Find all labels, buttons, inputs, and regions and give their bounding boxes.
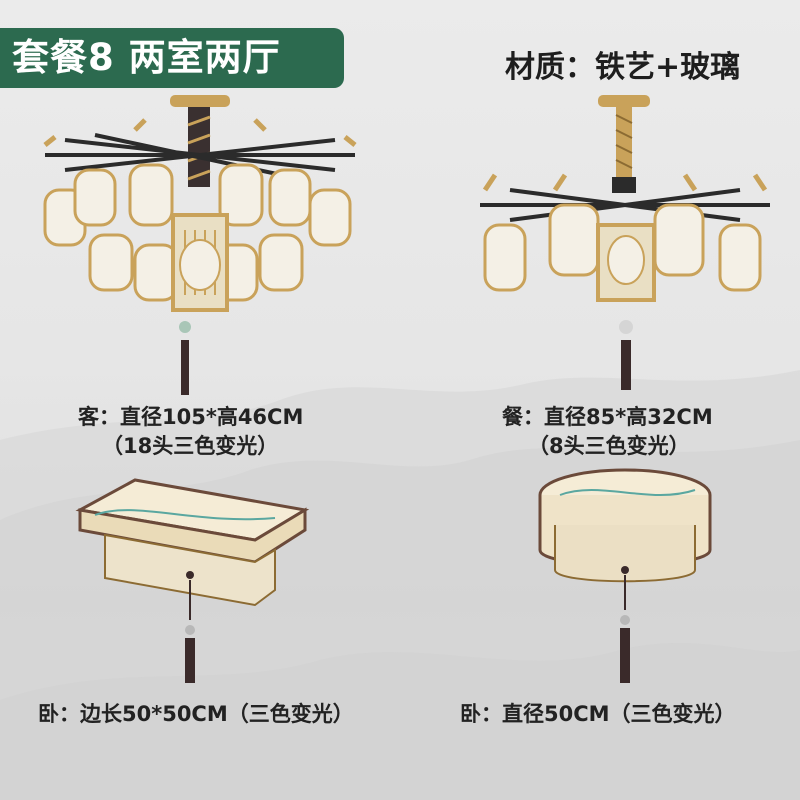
package-badge — [0, 28, 344, 88]
material-text: 材质：铁艺+玻璃 — [505, 50, 741, 85]
chandelier-small-icon — [480, 95, 770, 390]
product-4-caption: 卧：直径50CM（三色变光） — [460, 702, 736, 726]
product-1-caption-line2: （18头三色变光） — [102, 434, 279, 458]
package-badge-text: 套餐8 两室两厅 — [12, 36, 281, 79]
chandelier-large-icon — [43, 95, 357, 395]
product-2-caption-line1: 餐：直径85*高32CM — [502, 405, 713, 429]
round-ceiling-lamp-icon — [538, 468, 712, 683]
square-ceiling-lamp-icon — [75, 478, 310, 683]
product-3-caption: 卧：边长50*50CM（三色变光） — [38, 702, 354, 726]
product-1-caption-line1: 客：直径105*高46CM — [78, 405, 304, 429]
product-2-caption-line2: （8头三色变光） — [528, 434, 690, 458]
